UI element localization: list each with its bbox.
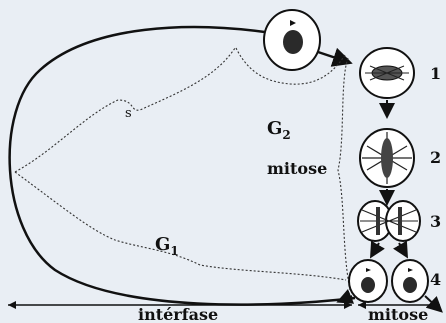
stage-number-2: 2: [430, 148, 441, 167]
interfase-axis: [8, 301, 352, 309]
mitose-side-label: mitose: [267, 159, 327, 178]
g2-phase-bracket: [235, 47, 346, 85]
interfase-label: intérfase: [138, 305, 218, 323]
mitosis-stage-1-cell: [359, 47, 415, 99]
stage-number-3: 3: [430, 212, 441, 231]
arrow-3-to-4b: [393, 240, 409, 259]
g2-cell: [263, 9, 321, 71]
mitosis-stage-4-daughter-right: [391, 259, 429, 303]
stage-number-4: 4: [430, 270, 441, 289]
cycle-top-to-mitose: [317, 47, 353, 67]
mitose-bottom-label: mitose: [368, 305, 428, 323]
g1-phase-bracket: [14, 171, 347, 281]
g2-label: G2: [267, 118, 291, 142]
mitose-brace: [337, 57, 351, 291]
return-arrow: [336, 289, 355, 304]
s-phase-label: s: [125, 106, 132, 121]
mitosis-stage-4-daughter-left: [348, 259, 388, 303]
mitosis-stage-3-cell: [357, 200, 421, 242]
g1-label: G1: [155, 234, 179, 258]
stage-number-1: 1: [430, 64, 441, 83]
mitose-axis: [358, 301, 440, 309]
cycle-outline: [8, 25, 356, 306]
mitosis-stage-2-cell: [359, 128, 415, 188]
arrow-3-to-4a: [369, 240, 385, 259]
s-phase-bracket: [14, 47, 236, 173]
